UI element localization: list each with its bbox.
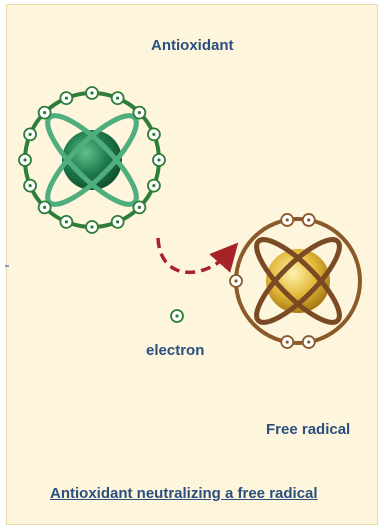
antioxidant-nucleus bbox=[62, 130, 122, 190]
electron-dot bbox=[148, 128, 160, 140]
free-radical-label: Free radical bbox=[266, 421, 350, 438]
antioxidant-atom bbox=[19, 87, 165, 233]
electron-dot bbox=[24, 180, 36, 192]
electron-dot bbox=[281, 214, 293, 226]
electron-dot bbox=[39, 107, 51, 119]
electron-dot bbox=[19, 154, 31, 166]
free-radical-atom bbox=[230, 214, 360, 348]
electron-dot bbox=[112, 92, 124, 104]
electron-dot bbox=[39, 201, 51, 213]
electron-dot bbox=[281, 336, 293, 348]
electron-dot bbox=[60, 92, 72, 104]
electron-dot bbox=[148, 180, 160, 192]
transferred-electron bbox=[171, 310, 183, 322]
electron-dot bbox=[303, 214, 315, 226]
electron-label: electron bbox=[146, 342, 204, 359]
left-edge-mark bbox=[5, 265, 9, 267]
electron-dot bbox=[133, 201, 145, 213]
antioxidant-label: Antioxidant bbox=[151, 37, 234, 54]
electron-dot bbox=[230, 275, 242, 287]
electron-dot bbox=[86, 221, 98, 233]
electron-dot bbox=[60, 216, 72, 228]
electron-dot bbox=[303, 336, 315, 348]
electron-dot bbox=[153, 154, 165, 166]
electron-dot bbox=[133, 107, 145, 119]
electron-transfer-arrow bbox=[158, 238, 229, 272]
electron-dot bbox=[86, 87, 98, 99]
electron-dot bbox=[112, 216, 124, 228]
electron-dot bbox=[24, 128, 36, 140]
diagram-caption: Antioxidant neutralizing a free radical bbox=[50, 485, 318, 502]
